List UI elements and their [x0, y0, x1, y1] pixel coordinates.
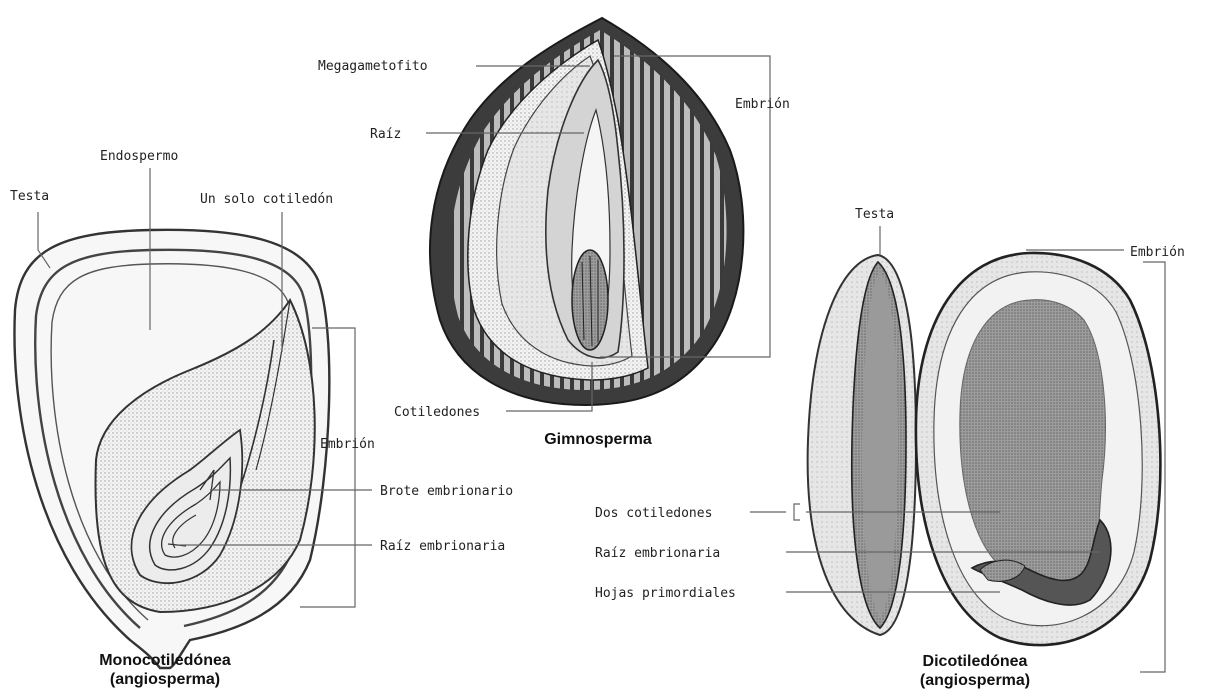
dicot-seed	[808, 253, 1161, 645]
label-mono-cotiledon: Un solo cotiledón	[200, 192, 333, 207]
caption-mono-line2: (angiosperma)	[110, 671, 220, 688]
caption-gimno: Gimnosperma	[544, 431, 652, 448]
caption-dico-line1: Dicotiledónea	[923, 653, 1028, 670]
label-gimno-embrion: Embrión	[735, 97, 790, 112]
label-dico-dos-cotiledones: Dos cotiledones	[595, 506, 712, 521]
label-mono-endospermo: Endospermo	[100, 149, 178, 164]
label-dico-testa: Testa	[855, 207, 894, 222]
label-dico-raiz: Raíz embrionaria	[595, 546, 720, 561]
label-mono-testa: Testa	[10, 189, 49, 204]
label-mono-brote: Brote embrionario	[380, 484, 513, 499]
label-dico-embrion: Embrión	[1130, 245, 1185, 260]
label-mono-embrion: Embrión	[320, 437, 375, 452]
gymnosperm-seed	[430, 18, 743, 405]
label-dico-hojas: Hojas primordiales	[595, 586, 736, 601]
label-gimno-cotiledones: Cotiledones	[394, 405, 480, 420]
label-mono-raiz: Raíz embrionaria	[380, 539, 505, 554]
caption-mono-line1: Monocotiledónea	[99, 652, 231, 669]
label-gimno-raiz: Raíz	[370, 127, 401, 142]
label-gimno-megagametofito: Megagametofito	[318, 59, 428, 74]
caption-dico-line2: (angiosperma)	[920, 672, 1030, 689]
